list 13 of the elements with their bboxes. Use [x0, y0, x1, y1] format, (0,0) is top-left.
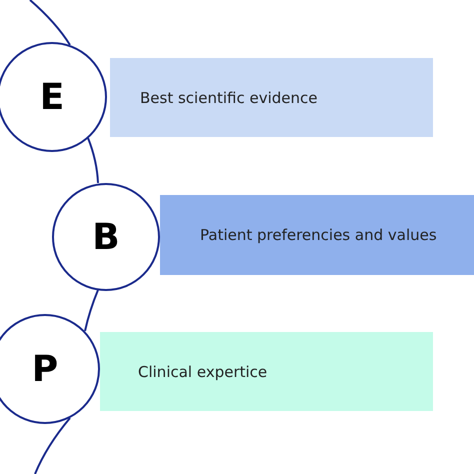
letter: E [40, 76, 64, 118]
bar-label: Patient preferencies and values [200, 226, 437, 244]
letter: B [92, 216, 120, 258]
connector-curve [84, 290, 99, 332]
label-bar [110, 58, 433, 137]
bar-label: Best scientific evidence [140, 88, 318, 106]
label-bar [100, 332, 433, 411]
label-bar [160, 195, 474, 275]
connector-curve [87, 138, 99, 184]
letter: P [32, 348, 58, 390]
connector-curve [29, 0, 71, 46]
bar-label: Clinical expertice [138, 362, 268, 380]
connector-curve [34, 417, 71, 474]
